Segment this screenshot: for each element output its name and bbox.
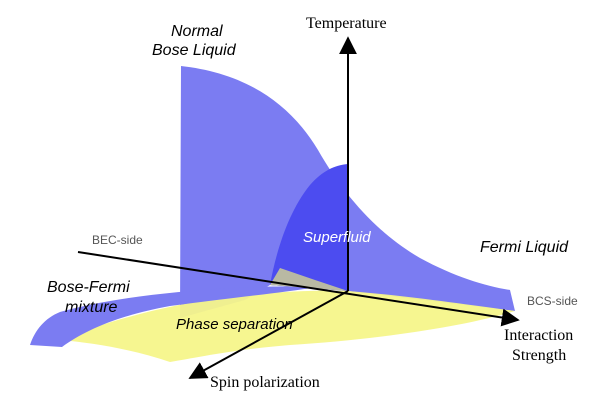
- superfluid-region: [270, 164, 348, 291]
- interaction-axis: [77, 251, 520, 327]
- bose-fermi-sheet: [30, 286, 318, 347]
- bec-side-label: BEC-side: [92, 233, 143, 247]
- interaction-label-line2: Strength: [512, 347, 566, 364]
- spin-polarization-label: Spin polarization: [210, 374, 320, 391]
- bcs-side-label: BCS-side: [527, 294, 578, 308]
- normal-bose-label-line2: Bose Liquid: [152, 42, 237, 59]
- phase-separation-region: [60, 290, 515, 362]
- interaction-label-line1: Interaction: [504, 327, 573, 344]
- spin-polarization-axis: [188, 290, 349, 379]
- bose-fermi-label-line2: mixture: [65, 299, 118, 316]
- temperature-label: Temperature: [306, 15, 387, 32]
- superfluid-label: Superfluid: [303, 229, 371, 246]
- phase-separation-label: Phase separation: [176, 316, 293, 333]
- blue-surface: [180, 66, 515, 318]
- normal-bose-label-line1: Normal: [171, 23, 223, 40]
- fermi-liquid-label: Fermi Liquid: [480, 239, 569, 256]
- bose-fermi-label-line1: Bose-Fermi: [47, 279, 130, 296]
